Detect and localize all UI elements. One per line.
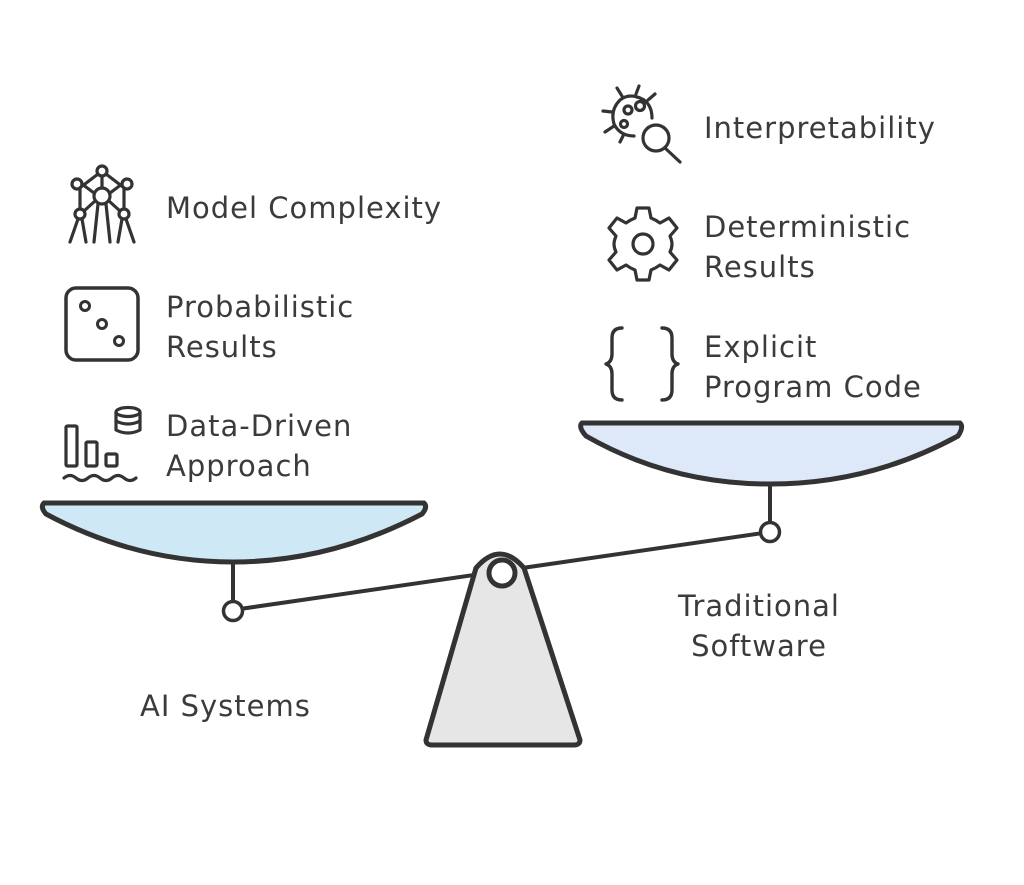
right-side-title: Traditional Software [678,589,840,663]
label-deterministic-results: Deterministic Results [704,210,912,284]
dice-icon [64,286,140,362]
scale-fulcrum-base [423,551,583,748]
label-probabilistic-results: Probabilistic Results [166,290,355,364]
label-model-complexity: Model Complexity [166,191,443,225]
right-pan [578,420,965,487]
label-explicit-program-code: Explicit Program Code [704,330,922,404]
curly-braces-icon [604,326,680,402]
right-beam-joint [758,520,782,544]
atomium-network-icon [68,164,136,244]
left-pan [39,500,429,565]
label-data-driven-approach: Data-Driven Approach [166,409,353,483]
left-side-title: AI Systems [140,689,311,723]
left-beam-joint [221,599,245,623]
bar-chart-database-icon [62,405,142,483]
bug-magnifier-icon [601,84,682,164]
label-interpretability: Interpretability [704,111,936,145]
gear-icon [607,206,679,282]
fulcrum-pivot [486,557,518,589]
